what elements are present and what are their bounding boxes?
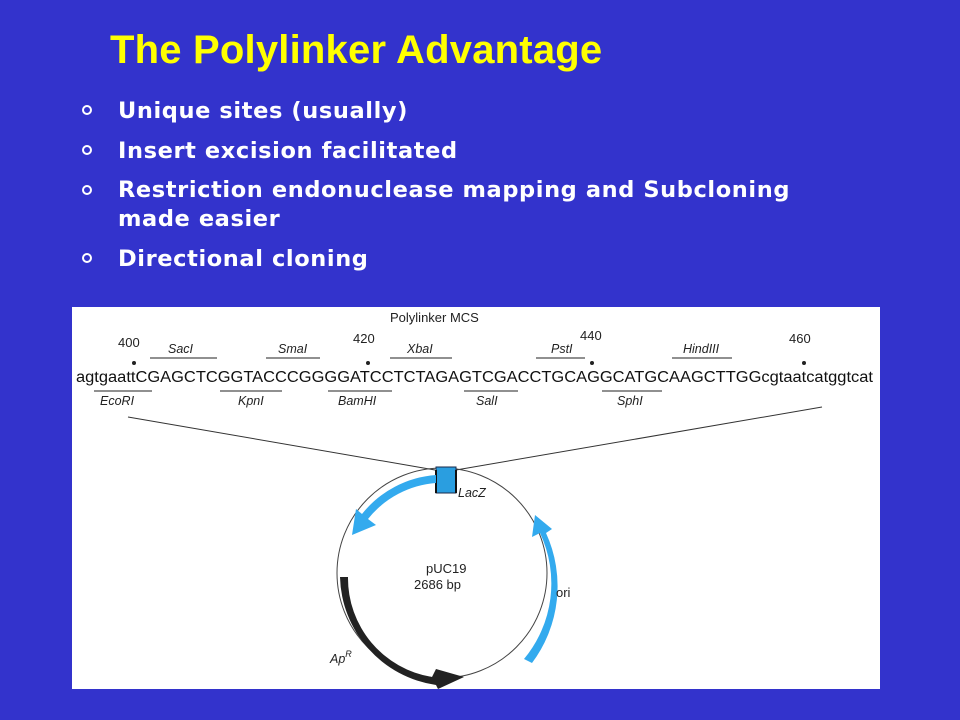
plasmid-map-diagram: Polylinker MCS 400 420 440 460 SacI SmaI… — [76, 310, 874, 689]
site-hindiii: HindIII — [683, 342, 720, 356]
bullet-circle-icon — [82, 145, 92, 155]
puc19-polylinker-figure: Polylinker MCS 400 420 440 460 SacI SmaI… — [72, 307, 880, 689]
bullet-text: Unique sites (usually) — [118, 98, 409, 124]
bullet-circle-icon — [82, 105, 92, 115]
site-sphi: SphI — [617, 394, 643, 408]
bullet-insert-excision: Insert excision facilitated — [78, 136, 798, 166]
position-460: 460 — [789, 331, 811, 346]
mcs-expansion-line-left — [127, 416, 436, 471]
bullet-list: Unique sites (usually) Insert excision f… — [78, 96, 798, 284]
bullet-unique-sites: Unique sites (usually) — [78, 96, 798, 126]
site-sali: SalI — [476, 394, 498, 408]
slide-title: The Polylinker Advantage — [110, 28, 603, 72]
position-dot — [590, 361, 594, 365]
bullet-circle-icon — [82, 185, 92, 195]
lacz-arrow — [352, 475, 436, 535]
plasmid-name: pUC19 — [426, 561, 466, 576]
polylinker-header: Polylinker MCS — [390, 310, 479, 325]
bullet-text: Insert excision facilitated — [118, 138, 458, 164]
ori-arrow — [524, 515, 558, 663]
position-dot — [132, 361, 136, 365]
ori-label: ori — [556, 585, 571, 600]
site-xbai: XbaI — [406, 342, 433, 356]
mcs-site-marker — [435, 466, 457, 494]
site-saci: SacI — [168, 342, 194, 356]
site-ecori: EcoRI — [100, 394, 135, 408]
lacz-label: LacZ — [458, 486, 486, 500]
ampr-arrow — [340, 577, 464, 689]
bullet-mapping-subcloning: Restriction endonuclease mapping and Sub… — [78, 176, 798, 234]
position-dot — [802, 361, 806, 365]
plasmid-size: 2686 bp — [414, 577, 461, 592]
ampr-label: ApR — [329, 649, 352, 666]
polylinker-sequence: agtgaattCGAGCTCGGTACCCGGGGATCCTCTAGAGTCG… — [76, 369, 874, 386]
position-440: 440 — [580, 328, 602, 343]
site-bamhi: BamHI — [338, 394, 377, 408]
site-kpni: KpnI — [238, 394, 264, 408]
bullet-text: Restriction endonuclease mapping and Sub… — [118, 177, 791, 232]
site-smai: SmaI — [278, 342, 308, 356]
position-dot — [366, 361, 370, 365]
site-psti: PstI — [551, 342, 573, 356]
bullet-circle-icon — [82, 253, 92, 263]
bullet-directional-cloning: Directional cloning — [78, 244, 798, 274]
position-420: 420 — [353, 331, 375, 346]
mcs-expansion-line-right — [455, 406, 823, 471]
bullet-text: Directional cloning — [118, 246, 369, 272]
position-400: 400 — [118, 335, 140, 350]
